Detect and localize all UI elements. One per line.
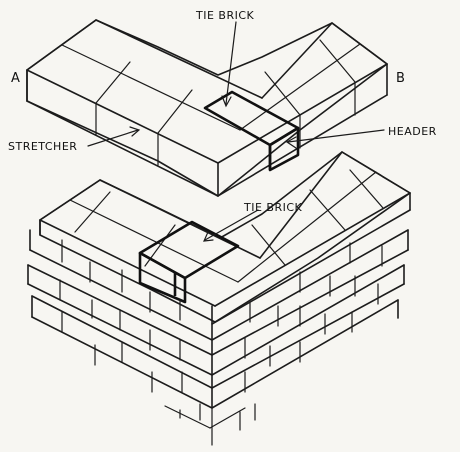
stretcher-arrowhead [129, 126, 141, 137]
course-3-top-right [211, 264, 405, 376]
course-3-bottom-right [211, 283, 405, 389]
upper-left-mid-joint [61, 44, 241, 131]
course-4-top-right [211, 299, 399, 409]
stretcher-leader [87, 129, 139, 147]
lower-top-front-left [39, 219, 216, 307]
course-2-bottom-right [211, 249, 409, 356]
upper-front-left-bottom [26, 100, 219, 197]
tie-brick-top-label: TIE BRICK [195, 9, 255, 22]
stretcher-label: STRETCHER [8, 140, 77, 153]
course-1-bottom-right [211, 209, 411, 325]
course-2-top-right [211, 229, 409, 341]
footing-stubs [164, 403, 256, 446]
corner-a-label: A [11, 71, 20, 86]
upper-back-end [331, 22, 388, 65]
upper-joint-2-top [157, 89, 193, 134]
lower-top-cross-2 [144, 224, 176, 267]
upper-joint-1-top [95, 61, 131, 104]
lower-tie-brick-side [138, 251, 187, 304]
right-face-perpends [244, 242, 383, 393]
upper-back-mid [95, 19, 263, 99]
lower-top-face [39, 151, 411, 323]
tie-brick-top-arrowhead [221, 95, 232, 108]
header-leader [287, 129, 385, 143]
upper-right-mid-joint [239, 43, 361, 131]
lower-top-cross-1 [74, 191, 111, 233]
lower-back-right [259, 151, 343, 259]
course-2-bottom-left [29, 249, 213, 341]
corner-b-label: B [396, 71, 405, 86]
upper-course [26, 19, 388, 197]
upper-back-right [261, 22, 333, 99]
lower-top-cross-3 [251, 224, 286, 266]
lower-top-left-joint [69, 199, 239, 283]
upper-front-right-top [217, 63, 388, 164]
tie-brick-top-leader [225, 21, 237, 105]
header-arrowhead [285, 136, 297, 149]
lower-top-cross-5 [349, 169, 384, 209]
leader-lines [87, 21, 385, 242]
header-label: HEADER [388, 125, 437, 138]
tie-brick-lower-arrowhead [203, 231, 214, 242]
lower-wall [27, 151, 411, 409]
lower-top-cross-4 [309, 189, 346, 231]
lower-top-front-right [214, 192, 411, 307]
tie-brick-lower-leader [204, 209, 259, 241]
upper-joint-3-top [264, 71, 301, 116]
lower-tie-brick [138, 220, 240, 280]
upper-front-right-bottom [217, 94, 388, 197]
upper-joint-4-top [319, 39, 356, 83]
upper-front-left-top [26, 69, 219, 164]
lower-top-right-joint [237, 171, 377, 283]
left-face-perpends [59, 239, 183, 393]
tie-brick-lower-label: TIE BRICK [243, 201, 303, 214]
